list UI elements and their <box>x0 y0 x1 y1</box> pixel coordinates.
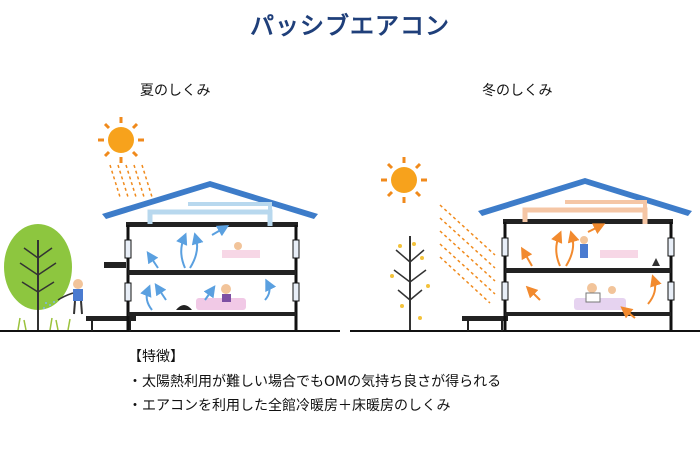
winter-scene <box>350 157 700 332</box>
summer-tree-icon <box>4 224 72 330</box>
winter-airflow-arrows <box>521 223 662 319</box>
page-title: パッシブエアコン <box>250 12 450 40</box>
summer-child-figure <box>43 279 83 315</box>
summer-sun-rays <box>109 164 153 198</box>
feature-item-1: ・太陽熱利用が難しい場合でもOMの気持ち良さが得られる <box>128 373 502 390</box>
winter-sun-rays <box>439 204 496 304</box>
winter-panel-label: 冬のしくみ <box>482 83 553 99</box>
summer-sun-icon <box>98 117 144 163</box>
summer-panel-label: 夏のしくみ <box>140 83 211 99</box>
feature-item-2: ・エアコンを利用した全館冷暖房＋床暖房のしくみ <box>128 398 451 415</box>
summer-airflow-arrows <box>140 224 277 311</box>
summer-scene <box>0 117 340 332</box>
summer-grass <box>17 317 71 331</box>
features-section: 【特徴】 ・太陽熱利用が難しい場合でもOMの気持ち良さが得られる ・エアコンを利… <box>128 347 501 418</box>
summer-deck <box>86 316 136 331</box>
winter-deck <box>462 316 508 331</box>
winter-falling-leaves <box>390 242 430 320</box>
features-heading: 【特徴】 <box>128 349 184 365</box>
summer-house <box>102 181 318 331</box>
winter-sun-icon <box>381 157 427 203</box>
winter-house <box>478 178 692 331</box>
winter-tree-icon <box>393 236 427 330</box>
